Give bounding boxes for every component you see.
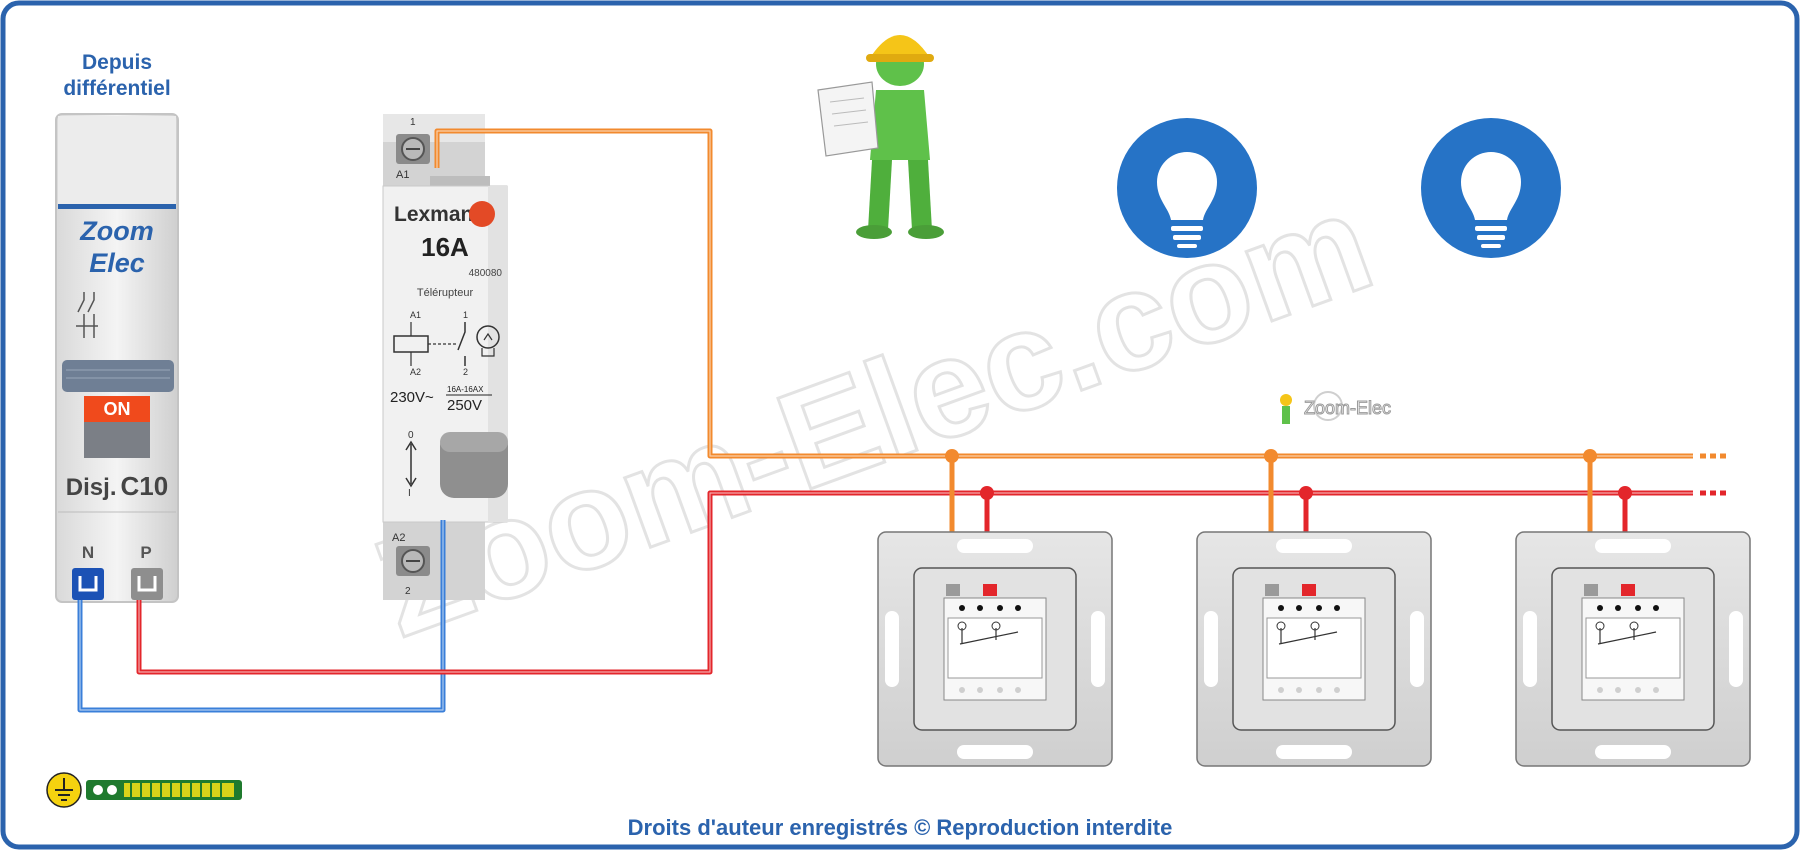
relay-symbol-2: 2	[463, 367, 468, 377]
terminal-phase	[131, 568, 163, 600]
lamp-icon	[1421, 118, 1561, 258]
relay-terminal-2-bottom: 2	[405, 586, 411, 597]
circuit-breaker: Zoom Elec ON Disj.C10 N P	[55, 113, 179, 603]
terminal-label-p: P	[140, 543, 151, 562]
relay-terminal-1-top: 1	[410, 117, 416, 128]
breaker-brand-line2: Elec	[89, 248, 145, 278]
terminal-label-n: N	[82, 543, 94, 562]
small-logo-text: Zoom-Elec	[1304, 398, 1391, 418]
relay-symbol-a2: A2	[410, 367, 421, 377]
relay-coil-voltage: 230V~	[390, 389, 434, 406]
relay-current: 16A	[421, 232, 469, 262]
breaker-state-text: ON	[104, 399, 131, 419]
relay-brand-badge-icon	[469, 201, 495, 227]
engineer-figure-icon	[817, 35, 944, 239]
earth-icon	[46, 772, 82, 808]
relay-brand: Lexman	[394, 203, 473, 226]
relay-terminal-a2: A2	[392, 532, 405, 544]
relay-position-on: I	[408, 488, 411, 499]
supply-label-line2: différentiel	[63, 77, 171, 100]
push-button-3	[1515, 531, 1751, 767]
copyright-footer: Droits d'auteur enregistrés © Reproducti…	[628, 815, 1173, 840]
breaker-symbol-icon	[76, 292, 98, 338]
switch-terminals	[946, 584, 1635, 596]
relay-symbol-1: 1	[463, 310, 468, 320]
supply-label: Depuis différentiel	[40, 50, 194, 102]
relay-contact-rating: 16A-16AX	[447, 385, 484, 394]
breaker-model: Disj.C10	[66, 471, 168, 501]
relay-bulb-icon	[476, 325, 500, 357]
relay-contact-symbol	[457, 322, 466, 366]
ground-bar	[86, 780, 242, 800]
relay-ref: 480080	[469, 268, 503, 279]
relay-terminal-a1: A1	[396, 169, 409, 181]
relay-type: Télérupteur	[417, 287, 474, 299]
impulse-relay: 1 A1 Lexman 16A 480080 Télérupteur A1 1 …	[382, 114, 508, 600]
relay-contact-voltage: 250V	[447, 397, 482, 414]
supply-label-line1: Depuis	[81, 51, 152, 74]
terminal-neutral	[72, 568, 104, 600]
push-button-2	[1196, 531, 1432, 767]
breaker-state-badge	[84, 396, 150, 422]
small-logo: Zoom-Elec	[1280, 391, 1392, 424]
push-button-1	[877, 531, 1113, 767]
breaker-brand-line1: Zoom	[79, 216, 154, 246]
lamp-icon	[1117, 118, 1257, 258]
relay-position-off: 0	[408, 430, 414, 441]
relay-symbol-a1: A1	[410, 310, 421, 320]
